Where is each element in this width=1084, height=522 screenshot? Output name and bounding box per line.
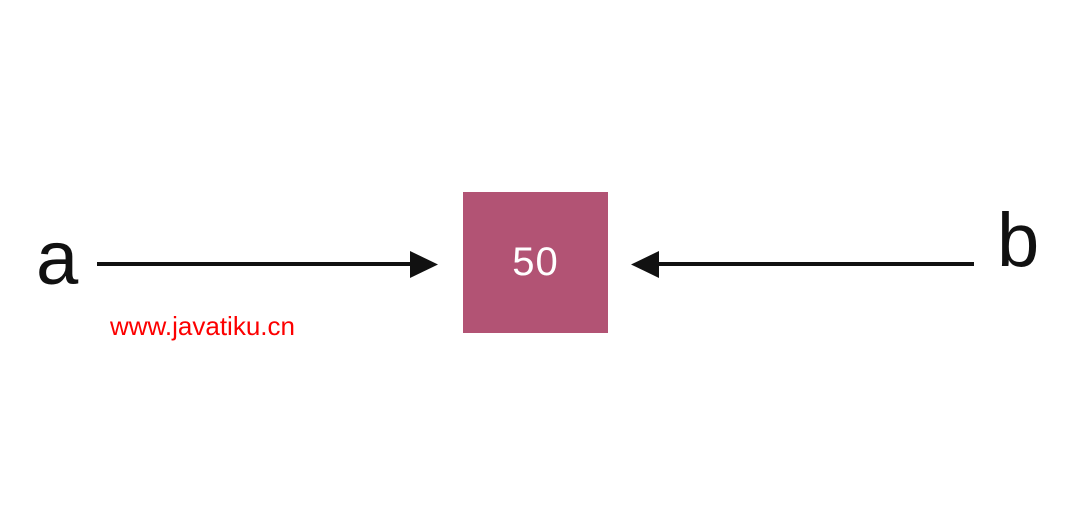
arrow-b-head-icon [631,251,659,278]
variable-label-a: a [36,216,79,301]
variable-label-b: b [997,198,1040,283]
arrow-a-head-icon [410,251,438,278]
memory-cell-box [463,192,608,333]
watermark-text: www.javatiku.cn [110,311,295,341]
arrow-b-to-box [631,251,974,278]
arrow-a-to-box [97,251,438,278]
